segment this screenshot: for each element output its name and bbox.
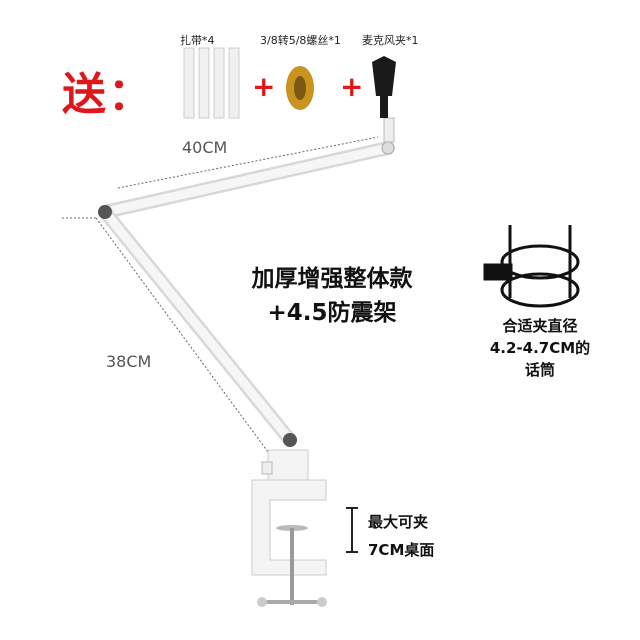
note-line: 4.2-4.7CM的 [489, 339, 591, 357]
headline-line1: 加厚增强整体款 [251, 266, 413, 292]
mic-mount-post [383, 117, 395, 143]
joint-knob [283, 433, 297, 447]
gift-item-label: 3/8转5/8螺丝*1 [260, 34, 341, 47]
dimension-line-40cm [117, 136, 379, 189]
brass-adapter-icon [286, 66, 314, 110]
headline: 加厚增强整体款 +4.5防震架 [222, 262, 442, 330]
dimension-line-38cm [95, 217, 269, 453]
plus-sign: + [340, 70, 364, 103]
upper-arm-length: 40CM [182, 138, 228, 157]
note-line: 7CM桌面 [368, 541, 435, 559]
gift-label: 送： [62, 69, 154, 120]
shock-mount-note: 合适夹直径 4.2-4.7CM的 话筒 [470, 315, 610, 381]
plus-sign: + [252, 70, 276, 103]
note-line: 合适夹直径 [502, 317, 578, 335]
joint-knob [98, 205, 112, 219]
desk-clamp [251, 479, 327, 576]
note-line: 最大可夹 [368, 513, 429, 531]
lower-arm-length: 38CM [106, 352, 152, 371]
shock-mount-icon [483, 225, 580, 308]
clamp-note: 最大可夹 7CM桌面 [368, 508, 434, 564]
gift-item-label: 扎带*4 [180, 34, 215, 47]
gift-item-label: 麦克风夹*1 [362, 34, 419, 47]
headline-line2: +4.5防震架 [267, 300, 397, 326]
cable-ties-icon [183, 47, 240, 119]
mic-clip-icon [372, 56, 396, 118]
note-line: 话筒 [524, 361, 555, 379]
